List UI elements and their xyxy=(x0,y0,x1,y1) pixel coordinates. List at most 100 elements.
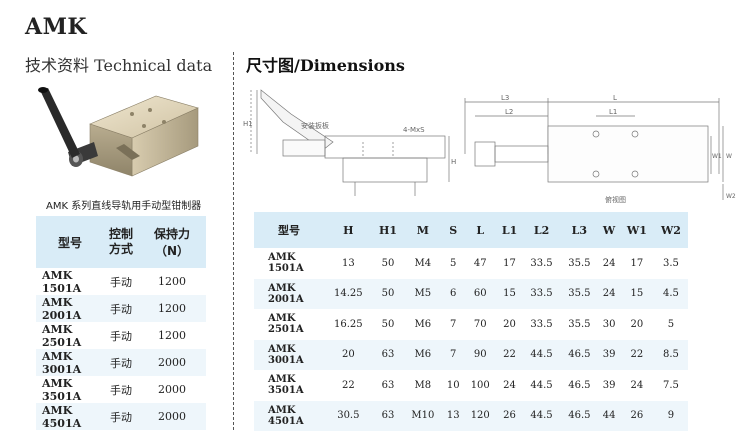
top-view: L3 L L2 L1 W1 W W2 俯视图 xyxy=(464,94,736,204)
value-cell: 24 xyxy=(598,278,620,309)
value-cell: 24 xyxy=(503,379,516,391)
value-cell: 24 xyxy=(602,257,616,269)
l2-label: L2 xyxy=(505,108,513,116)
value-cell: M10 xyxy=(403,400,443,431)
value-cell: 15 xyxy=(496,278,523,309)
column-header-h1: H1 xyxy=(372,212,404,248)
value-cell: 39 xyxy=(598,339,620,370)
model-cell: AMK 2501A xyxy=(268,313,304,336)
h-label: H xyxy=(451,158,456,166)
value-cell: M6 xyxy=(403,339,443,370)
table-row: AMK 3001A 手动 2000 xyxy=(36,349,206,376)
technical-data-heading: 技术资料 Technical data xyxy=(25,56,213,75)
force-cell: 2000 xyxy=(138,349,206,376)
table-header-row: 型号 控制方式 保持力（N） xyxy=(36,216,206,268)
value-cell: 7 xyxy=(450,318,457,330)
control-cell: 手动 xyxy=(110,275,132,289)
value-cell: 10 xyxy=(446,379,460,391)
value-cell: 24 xyxy=(630,379,644,391)
value-cell: 44 xyxy=(598,400,620,431)
w1-label: W1 xyxy=(712,153,722,160)
model-cell: AMK 2501A xyxy=(42,322,82,349)
table-row: AMK 2001A 手动 1200 xyxy=(36,295,206,322)
value-cell: 63 xyxy=(372,400,404,431)
control-cell: 手动 xyxy=(110,329,132,343)
model-cell: AMK 2001A xyxy=(36,295,104,322)
force-cell: 2000 xyxy=(158,383,186,396)
column-header-w: W xyxy=(598,212,620,248)
force-cell: 1200 xyxy=(158,329,186,342)
column-header-l2: L2 xyxy=(522,212,561,248)
photo-caption: AMK 系列直线导轨用手动型钳制器 xyxy=(46,201,202,212)
value-cell: 63 xyxy=(372,339,404,370)
value-cell: 20 xyxy=(324,339,373,370)
l1-label: L1 xyxy=(609,108,617,116)
table-row: AMK 3501A 手动 2000 xyxy=(36,376,206,403)
model-cell: AMK 3001A xyxy=(254,339,324,370)
table-row: AMK 4501A 手动 2000 xyxy=(36,403,206,430)
column-header-w2: W2 xyxy=(653,212,688,248)
control-cell: 手动 xyxy=(104,349,138,376)
value-cell: 33.5 xyxy=(530,257,553,269)
dimensions-table: 型号 H H1 M S L L1 L2 L3 W W1 W2 AMK 1501A… xyxy=(254,212,688,431)
value-cell: 35.5 xyxy=(568,257,591,269)
value-cell: M4 xyxy=(414,257,432,269)
side-view: H1 安装扳板 4-MxS H xyxy=(243,89,456,196)
value-cell: 46.5 xyxy=(568,379,591,391)
value-cell: M8 xyxy=(414,379,432,391)
value-cell: M6 xyxy=(414,318,432,330)
table-row: AMK 3001A 20 63 M6 7 90 22 44.5 46.5 39 … xyxy=(254,339,688,370)
value-cell: 26 xyxy=(496,400,523,431)
value-cell: 39 xyxy=(602,379,616,391)
value-cell: 5 xyxy=(667,318,675,330)
dimension-drawing: H1 安装扳板 4-MxS H L3 L L2 L1 W1 W W2 xyxy=(243,89,736,204)
value-cell: 90 xyxy=(464,339,497,370)
technical-data-table: 型号 控制方式 保持力（N） AMK 1501A 手动 1200 AMK 200… xyxy=(36,216,206,430)
value-cell: 13 xyxy=(341,257,355,269)
column-header-control: 控制方式 xyxy=(104,216,138,268)
control-cell: 手动 xyxy=(110,383,132,397)
value-cell: 17 xyxy=(630,257,644,269)
column-header-model: 型号 xyxy=(36,216,104,268)
value-cell: 100 xyxy=(470,379,490,391)
force-cell: 1200 xyxy=(158,275,186,288)
model-cell: AMK 1501A xyxy=(42,268,82,295)
table-row: AMK 3501A 22 63 M8 10 100 24 44.5 46.5 3… xyxy=(254,370,688,401)
model-cell: AMK 3501A xyxy=(42,376,82,403)
control-cell: 手动 xyxy=(104,295,138,322)
section-divider xyxy=(233,52,234,430)
value-cell: 35.5 xyxy=(568,318,591,330)
value-cell: 22 xyxy=(619,339,654,370)
column-header-l3: L3 xyxy=(560,212,599,248)
value-cell: 22 xyxy=(341,379,355,391)
l-label: L xyxy=(613,94,617,102)
column-header-s: S xyxy=(442,212,465,248)
value-cell: 63 xyxy=(381,379,395,391)
force-cell: 2000 xyxy=(138,403,206,430)
value-cell: 46.5 xyxy=(560,400,599,431)
value-cell: 44.5 xyxy=(522,339,561,370)
value-cell: 33.5 xyxy=(530,318,553,330)
value-cell: 120 xyxy=(464,400,497,431)
column-header-w1: W1 xyxy=(619,212,654,248)
value-cell: 70 xyxy=(473,318,487,330)
column-header-l1: L1 xyxy=(496,212,523,248)
table-row: AMK 2501A 16.25 50 M6 7 70 20 33.5 35.5 … xyxy=(254,309,688,340)
value-cell: 50 xyxy=(381,257,395,269)
value-cell: 16.25 xyxy=(334,318,363,330)
column-header-l: L xyxy=(464,212,497,248)
page-title: AMK xyxy=(25,14,88,40)
product-photo xyxy=(38,87,199,177)
value-cell: 20 xyxy=(503,318,516,330)
value-cell: 6 xyxy=(442,278,465,309)
control-cell: 手动 xyxy=(104,403,138,430)
value-cell: 44.5 xyxy=(522,400,561,431)
value-cell: 17 xyxy=(503,257,516,269)
value-cell: 9 xyxy=(653,400,688,431)
value-cell: 26 xyxy=(619,400,654,431)
value-cell: M5 xyxy=(403,278,443,309)
table-row: AMK 2501A 手动 1200 xyxy=(36,322,206,349)
value-cell: 20 xyxy=(630,318,644,330)
value-cell: 50 xyxy=(381,318,395,330)
l3-label: L3 xyxy=(501,94,509,102)
